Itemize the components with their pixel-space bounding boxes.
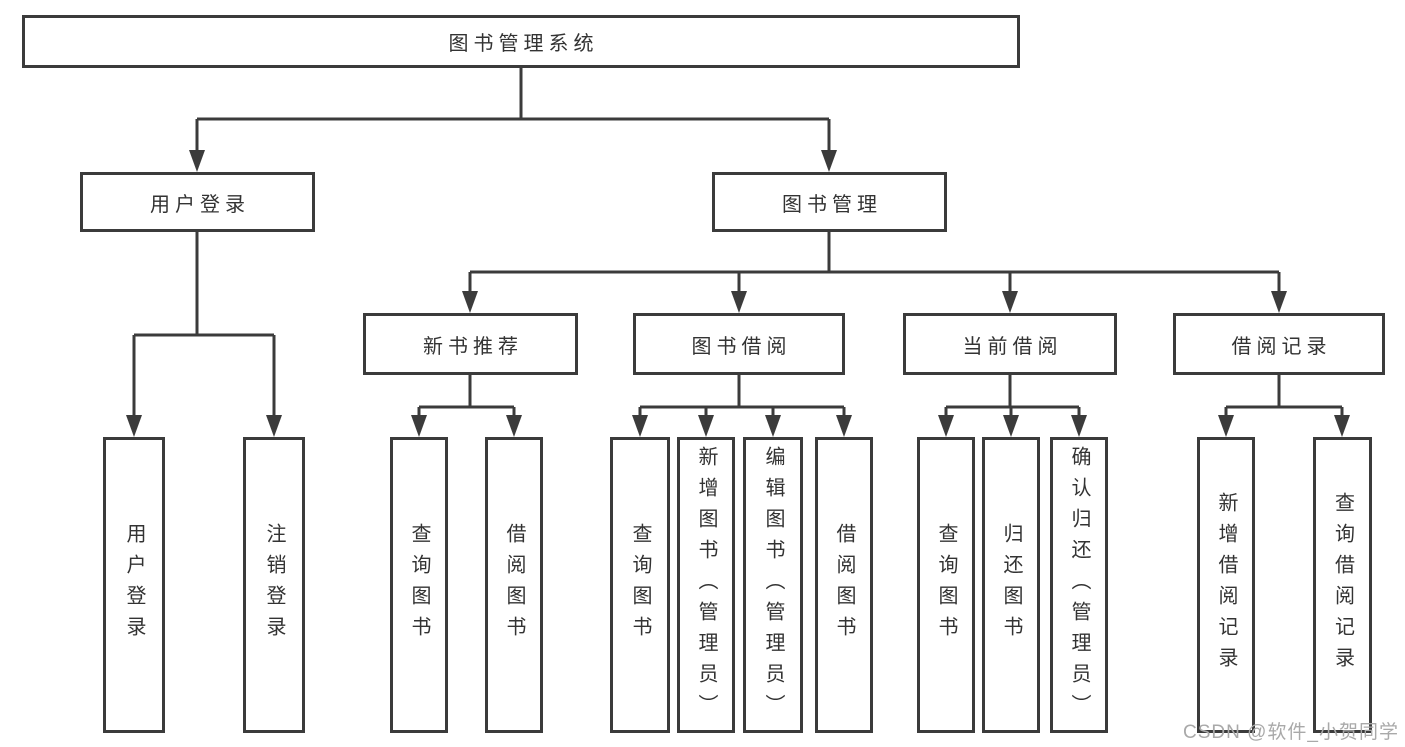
leaf-borrowing-query-books: 查询图书: [610, 437, 670, 733]
connector-new-books: [411, 375, 522, 437]
leaf-user-login: 用户登录: [103, 437, 165, 733]
leaf-newbooks-borrow-books: 借阅图书: [485, 437, 543, 733]
leaf-borrowing-edit-books-admin: 编辑图书（管理员）: [743, 437, 803, 733]
leaf-current-return-books: 归还图书: [982, 437, 1040, 733]
node-current-borrowing: 当前借阅: [903, 313, 1117, 375]
node-book-borrowing: 图书借阅: [633, 313, 845, 375]
connector-book-borrowing: [632, 375, 852, 437]
connector-book-management: [462, 232, 1287, 313]
node-new-book-recommend: 新书推荐: [363, 313, 578, 375]
connector-root: [189, 68, 837, 172]
watermark: CSDN @软件_小贺同学: [1183, 722, 1399, 743]
leaf-current-confirm-return-admin: 确认归还（管理员）: [1050, 437, 1108, 733]
node-borrowing-records: 借阅记录: [1173, 313, 1385, 375]
node-user-login: 用户登录: [80, 172, 315, 232]
node-book-management: 图书管理: [712, 172, 947, 232]
leaf-records-add-record: 新增借阅记录: [1197, 437, 1255, 733]
leaf-borrowing-borrow-books: 借阅图书: [815, 437, 873, 733]
leaf-records-query-record: 查询借阅记录: [1313, 437, 1372, 733]
leaf-newbooks-query-books: 查询图书: [390, 437, 448, 733]
leaf-logout: 注销登录: [243, 437, 305, 733]
connector-user-login: [126, 232, 282, 437]
node-library-management-system: 图书管理系统: [22, 15, 1020, 68]
leaf-borrowing-add-books-admin: 新增图书（管理员）: [677, 437, 735, 733]
connector-current-borrowing: [938, 375, 1087, 437]
connector-borrowing-records: [1218, 375, 1350, 437]
leaf-current-query-books: 查询图书: [917, 437, 975, 733]
